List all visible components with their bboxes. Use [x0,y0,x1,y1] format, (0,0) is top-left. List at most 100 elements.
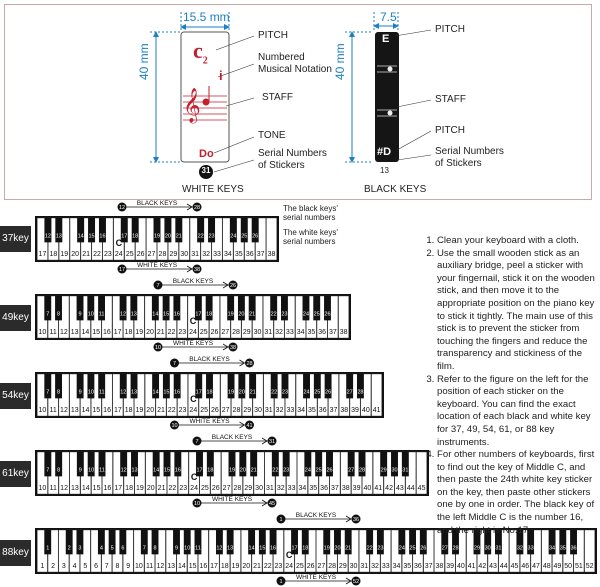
serial-badge-icon [199,165,213,179]
white-key-number: 27 [222,407,230,414]
white-key-number: 34 [393,563,401,570]
black-staff-note-icon [387,66,393,72]
white-key-number: 41 [374,485,382,492]
black-key-number: 18 [132,233,138,239]
black-key-number: 17 [195,311,201,317]
white-key-number: 28 [328,563,336,570]
white-key-number: 21 [82,251,90,258]
white-key-number: 16 [104,485,112,492]
black-key [291,530,298,555]
white-key-number: 10 [38,329,46,336]
black-key-number: 29 [474,545,480,551]
white-keys-caption: WHITE KEYS [182,184,244,195]
black-key-number: 17 [291,545,297,551]
white-key-number: 26 [137,251,145,258]
black-key-number: 24 [303,311,309,317]
black-key [163,452,171,477]
white-key-number: 51 [575,563,583,570]
white-key-number: 12 [60,485,68,492]
white-key-number: 31 [265,407,273,414]
white-key-number: 17 [114,485,122,492]
white-key-number: 21 [158,485,166,492]
instructions-list: Clean your keyboard with a cloth. Use th… [424,235,596,537]
black-key-number: 1 [46,545,49,551]
white-key-number: 31 [264,329,272,336]
white-key-number: 26 [211,407,219,414]
black-key-number: 21 [251,467,257,473]
white-key-number: 31 [266,485,274,492]
black-key [88,218,96,243]
black-key-number: 17 [196,389,202,395]
white-key-number: 13 [71,485,79,492]
serial-end: 31 [269,439,275,445]
black-key [282,452,290,477]
black-key-number: 10 [88,311,94,317]
white-key-number: 21 [157,407,165,414]
white-key-number: 13 [167,563,175,570]
black-key [494,530,502,555]
black-key-number: 30 [391,467,397,473]
white-key-number: 19 [136,485,144,492]
black-key [227,296,235,321]
white-serial-number: 31 [201,166,211,175]
white-key-number: 20 [71,251,79,258]
white-key-number: 23 [178,329,186,336]
white-key-number: 49 [554,563,562,570]
black-key [323,530,331,555]
black-key [281,296,288,321]
black-key [76,296,84,321]
black-key [119,530,127,555]
white-key-number: 44 [500,563,508,570]
white-key-number: 35 [307,329,315,336]
black-key-number: 21 [345,545,351,551]
callout-pitch: PITCH [258,30,288,41]
arrow-label: BLACK KEYS [212,434,253,441]
serial-start-badge [192,436,202,446]
black-key-number: 25 [241,233,247,239]
black-key [215,530,223,555]
black-key-number: 18 [206,389,212,395]
black-key [302,296,310,321]
sticker-spec-frame [4,4,592,200]
black-key [55,218,63,243]
black-key [270,374,278,399]
callout-tone: TONE [258,130,286,141]
black-key-number: 13 [131,311,137,317]
arrow-label: WHITE KEYS [212,496,253,503]
black-key-number: 31 [402,467,408,473]
black-key [313,296,321,321]
black-key [98,452,106,477]
white-key-number: 37 [257,251,265,258]
black-key-number: 8 [57,389,60,395]
serial-end-badge [267,436,277,446]
black-callout-serial: Serial Numbers of Stickers [435,146,504,169]
black-serial-note: The black keys' serial numbers [283,204,338,222]
black-key [87,452,95,477]
black-key-number: 12 [120,311,126,317]
white-key-number: 18 [221,563,229,570]
black-key-number: 27 [348,467,354,473]
white-key-number: 11 [50,407,57,414]
black-key-number: 26 [325,389,331,395]
black-key [162,374,170,399]
black-key [238,374,246,399]
black-key-number: 8 [57,311,60,317]
arrow-label: BLACK KEYS [137,200,178,207]
black-key [194,530,202,555]
white-key-number: 39 [446,563,454,570]
black-key [44,530,52,555]
white-key-number: 38 [268,251,276,258]
white-key-number: 35 [309,485,317,492]
black-key [347,452,355,477]
white-key-number: 29 [243,407,251,414]
serial-end-badge [245,420,254,430]
white-key-number: 38 [436,563,444,570]
black-key [516,530,524,555]
white-key-number: 41 [468,563,476,570]
black-key [258,530,266,555]
serial-end-badge [192,202,202,212]
white-key-number: 24 [189,407,197,414]
black-key [173,530,180,555]
label-88key: 88key [0,540,31,566]
black-key [108,530,116,555]
